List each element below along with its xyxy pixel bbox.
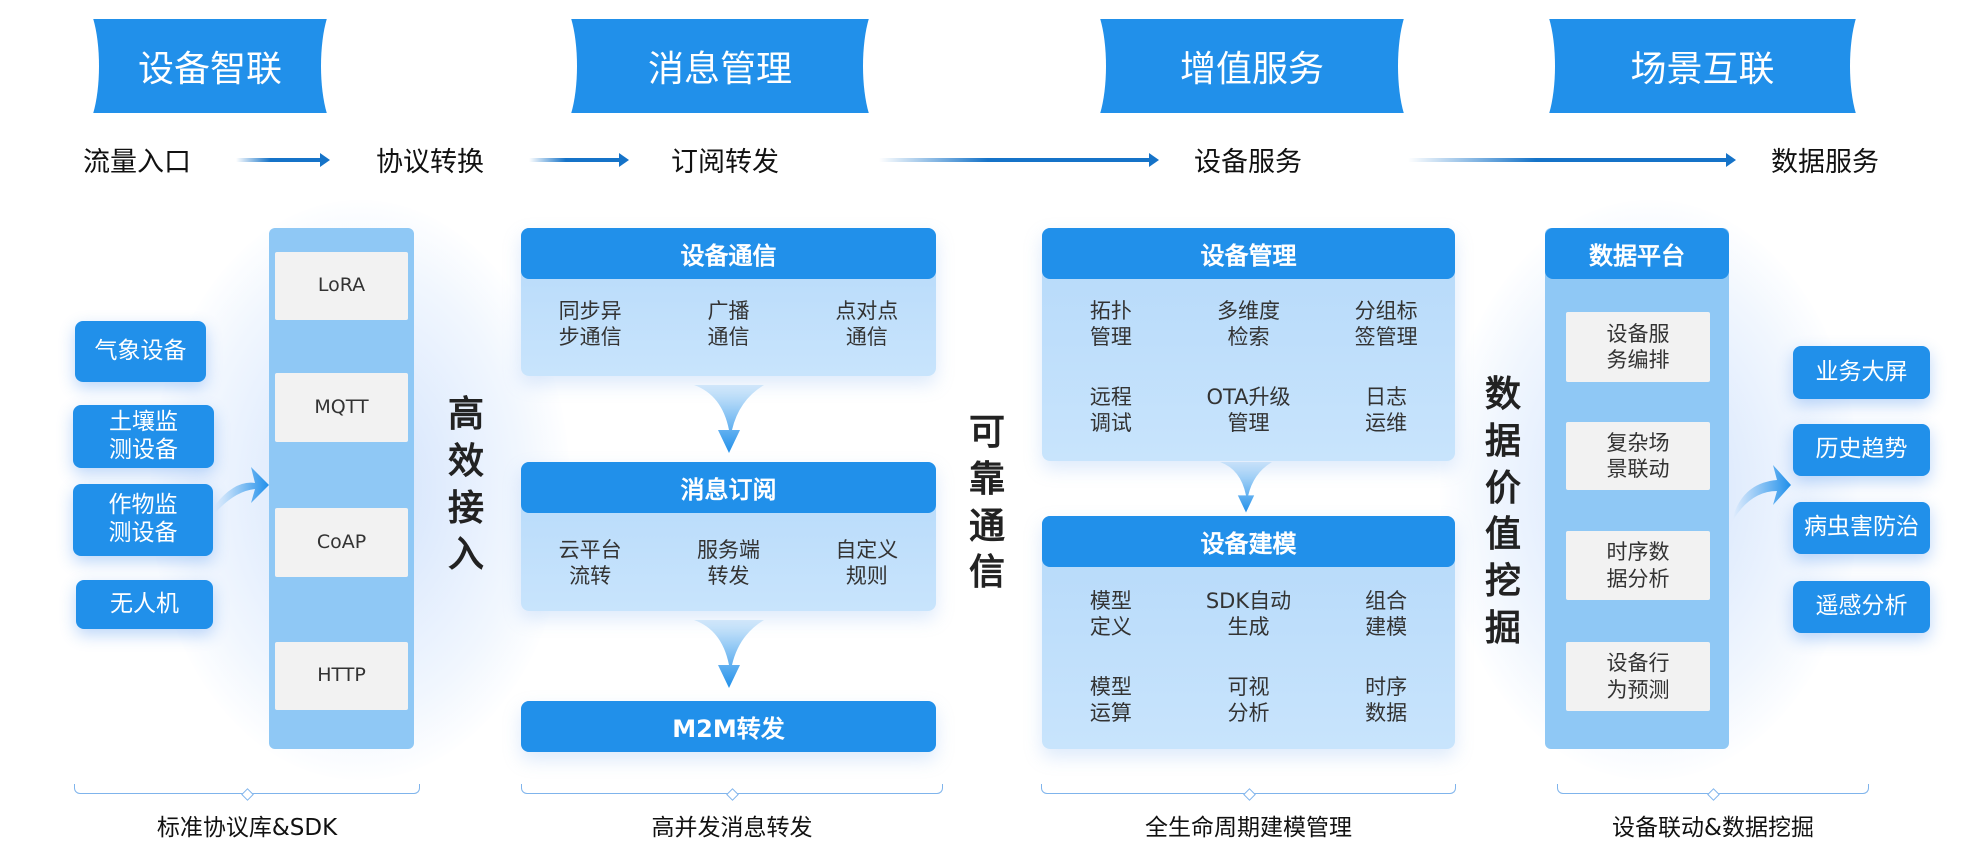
model-item: 模型 定义 [1089,589,1132,640]
banner-scene-connect: 场景互联 [1545,19,1860,113]
arrow-right-icon [215,467,269,513]
card-title: 设备通信 [521,228,936,279]
platform-item[interactable]: 复杂场 景联动 [1566,422,1710,490]
bracket [74,784,420,801]
arrow-right-icon [879,153,1159,167]
protocol-mqtt[interactable]: MQTT [275,373,408,442]
banner-message-mgmt: 消息管理 [567,19,873,113]
banner-device-connect: 设备智联 [89,19,331,113]
output-remote[interactable]: 遥感分析 [1793,581,1930,633]
sub-item: 自定义 规则 [835,538,899,589]
vertical-label-mining: 数据价值挖掘 [1484,374,1521,649]
output-history[interactable]: 历史趋势 [1793,424,1930,476]
device-crop[interactable]: 作物监 测设备 [73,484,213,556]
mgmt-item: 分组标 签管理 [1354,299,1418,350]
bracket [1041,784,1456,801]
arrow-down-icon [1220,462,1272,513]
banner-label: 场景互联 [1630,49,1775,90]
platform-header: 数据平台 [1545,228,1729,279]
model-item: 时序 数据 [1365,674,1408,725]
mgmt-item: 日志 运维 [1365,384,1408,435]
bracket [1557,784,1869,801]
flow-step: 流量入口 [83,147,191,178]
arrow-down-icon [694,620,764,688]
card-device-comm: 设备通信 同步异 步通信 广播 通信 点对点 通信 [521,228,936,376]
device-soil[interactable]: 土壤监 测设备 [73,405,214,468]
card-title: 设备建模 [1042,516,1455,567]
bottom-label: 设备联动&数据挖掘 [1612,815,1814,841]
bracket [521,784,943,801]
comm-item: 点对点 通信 [835,299,899,350]
card-message-sub: 消息订阅 云平台 流转 服务端 转发 自定义 规则 [521,462,936,611]
arrow-right-icon [1733,465,1791,520]
banner-label: 增值服务 [1179,49,1324,90]
card-m2m: M2M转发 [521,701,936,752]
mgmt-item: OTA升级 管理 [1206,384,1291,435]
banner-value-service: 增值服务 [1096,19,1408,113]
device-weather[interactable]: 气象设备 [75,321,206,382]
arrow-right-icon [1408,153,1736,167]
card-device-model: 设备建模 模型 定义 SDK自动 生成 组合 建模 模型 运算 可视 分析 时序… [1042,516,1455,749]
protocol-coap[interactable]: CoAP [275,508,408,577]
output-pest[interactable]: 病虫害防治 [1793,502,1930,554]
card-title: 设备管理 [1042,228,1455,279]
mgmt-item: 多维度 检索 [1216,299,1280,350]
sub-item: 云平台 流转 [558,538,622,589]
arrow-down-icon [694,385,764,453]
model-item: SDK自动 生成 [1205,589,1292,640]
card-title: 消息订阅 [521,462,936,513]
flow-step: 设备服务 [1194,147,1302,178]
sub-item: 服务端 转发 [696,538,760,589]
model-item: 组合 建模 [1365,589,1408,640]
banner-label: 消息管理 [647,49,792,90]
flow-step: 订阅转发 [671,147,779,178]
protocol-lora[interactable]: LoRA [275,252,408,320]
mgmt-item: 拓扑 管理 [1089,299,1132,350]
mgmt-item: 远程 调试 [1089,384,1132,435]
card-device-mgmt: 设备管理 拓扑 管理 多维度 检索 分组标 签管理 远程 调试 OTA升级 管理… [1042,228,1455,461]
model-item: 可视 分析 [1227,674,1270,725]
vertical-label-reliable: 可靠通信 [968,412,1005,594]
protocol-http[interactable]: HTTP [275,642,408,710]
flow-step: 协议转换 [376,147,484,178]
banner-label: 设备智联 [137,49,282,90]
bottom-label: 全生命周期建模管理 [1145,815,1352,841]
model-item: 模型 运算 [1089,674,1132,725]
vertical-label-access: 高效接入 [447,394,484,576]
card-title: 数据平台 [1545,228,1729,279]
platform-item[interactable]: 设备行 为预测 [1566,642,1710,711]
platform-item[interactable]: 设备服 务编排 [1566,312,1710,382]
comm-item: 广播 通信 [707,299,750,350]
card-title: M2M转发 [521,701,936,752]
comm-item: 同步异 步通信 [558,299,622,350]
bottom-label: 标准协议库&SDK [156,815,338,841]
output-dashboard[interactable]: 业务大屏 [1793,346,1930,399]
arrow-right-icon [529,153,629,167]
flow-step: 数据服务 [1771,147,1879,178]
bottom-label: 高并发消息转发 [651,815,813,841]
arrow-right-icon [236,153,330,167]
device-drone[interactable]: 无人机 [76,580,213,629]
platform-item[interactable]: 时序数 据分析 [1566,531,1710,600]
